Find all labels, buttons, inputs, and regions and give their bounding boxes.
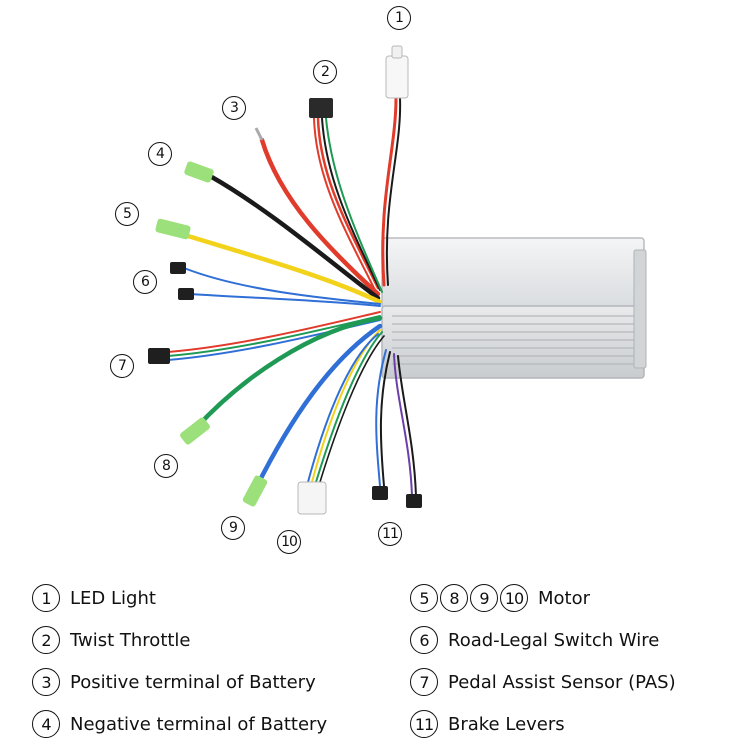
legend-label: Negative terminal of Battery: [70, 713, 328, 735]
callout-3: 3: [222, 96, 246, 120]
legend-item-positive-battery: 3 Positive terminal of Battery: [32, 668, 316, 696]
legend-label: Road-Legal Switch Wire: [448, 629, 660, 651]
legend-label: Motor: [538, 587, 591, 609]
legend-number: 1: [32, 584, 60, 612]
legend-number: 6: [410, 626, 438, 654]
legend-label: Pedal Assist Sensor (PAS): [448, 671, 676, 693]
legend-label: LED Light: [70, 587, 156, 609]
legend-item-brake-levers: 11 Brake Levers: [410, 710, 565, 738]
callout-7: 7: [110, 354, 134, 378]
legend-number: 2: [32, 626, 60, 654]
connectors: [148, 45, 422, 515]
legend-label: Positive terminal of Battery: [70, 671, 316, 693]
legend-number: 8: [440, 584, 468, 612]
callout-10: 10: [277, 530, 301, 554]
legend-item-road-legal-switch: 6 Road-Legal Switch Wire: [410, 626, 659, 654]
legend-number: 11: [410, 710, 438, 738]
legend-number: 4: [32, 710, 60, 738]
callout-5: 5: [115, 202, 139, 226]
legend-number: 3: [32, 668, 60, 696]
callout-6: 6: [133, 270, 157, 294]
legend: 1 LED Light 2 Twist Throttle 3 Positive …: [0, 578, 750, 750]
wiring-illustration: [148, 45, 647, 515]
legend-item-twist-throttle: 2 Twist Throttle: [32, 626, 191, 654]
legend-item-pas: 7 Pedal Assist Sensor (PAS): [410, 668, 676, 696]
legend-number: 9: [470, 584, 498, 612]
legend-item-led-light: 1 LED Light: [32, 584, 156, 612]
legend-item-negative-battery: 4 Negative terminal of Battery: [32, 710, 327, 738]
legend-number: 10: [500, 584, 528, 612]
callout-4: 4: [148, 142, 172, 166]
wires: [167, 96, 417, 497]
legend-label: Twist Throttle: [70, 629, 191, 651]
callout-2: 2: [313, 60, 337, 84]
callout-11: 11: [378, 522, 402, 546]
legend-number: 5: [410, 584, 438, 612]
legend-item-motor: 5 8 9 10 Motor: [410, 584, 590, 612]
controller-box: [381, 237, 647, 379]
legend-number: 7: [410, 668, 438, 696]
callout-8: 8: [154, 454, 178, 478]
legend-label: Brake Levers: [448, 713, 565, 735]
callout-9: 9: [221, 516, 245, 540]
callout-1: 1: [387, 6, 411, 30]
